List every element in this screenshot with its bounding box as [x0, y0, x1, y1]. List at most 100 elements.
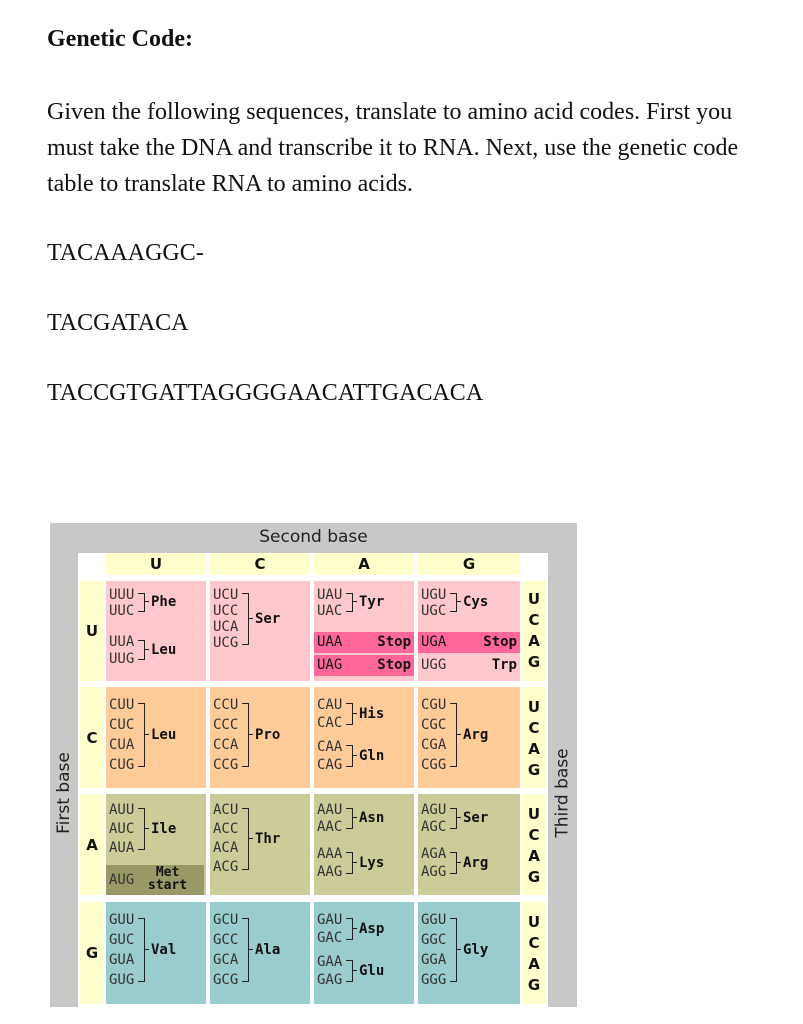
third-base-a: A — [528, 955, 540, 973]
bracket-tick — [144, 949, 149, 950]
codon: AGU — [421, 802, 447, 818]
third-base-c: C — [528, 826, 540, 844]
third-base-axis: Third base — [550, 581, 576, 1005]
dna-sequence-1: TACAAAGGC- — [47, 240, 204, 266]
bracket-tick — [456, 862, 461, 863]
codon: UGC — [421, 603, 447, 619]
third-base-u: U — [527, 698, 541, 716]
bracket — [346, 852, 353, 874]
codon-cell-gg: GGU GGC GGA GGG Gly — [418, 902, 520, 1004]
met-label: Met — [155, 865, 180, 880]
codon-cell-aa: AAU AAC Asn AAA AAG Lys — [314, 794, 414, 895]
codon-cell-uu: UUU UUC Phe UUA UUG Leu — [106, 581, 206, 681]
codon: GUC — [109, 932, 135, 948]
amino-acid-glu: Glu — [359, 963, 385, 979]
codon: UGA — [421, 634, 447, 650]
bracket-tick — [456, 734, 461, 735]
codon: AGC — [421, 819, 447, 835]
amino-acid-his: His — [359, 706, 385, 722]
first-base-label: First base — [54, 752, 74, 834]
amino-acid-ser: Ser — [463, 810, 489, 826]
third-base-label: Third base — [553, 748, 574, 838]
bracket-tick — [352, 755, 357, 756]
codon: GAA — [317, 954, 343, 970]
bracket-tick — [248, 838, 253, 839]
bracket-tick — [144, 601, 149, 602]
bracket — [138, 640, 145, 660]
codon: CCU — [213, 697, 239, 713]
codon: UGU — [421, 587, 447, 603]
third-base-group-c: U C A G — [522, 687, 546, 788]
codon: AUC — [109, 821, 135, 837]
bracket-tick — [352, 862, 357, 863]
codon-cell-gc: GCU GCC GCA GCG Ala — [210, 902, 310, 1004]
codon: GCU — [213, 912, 239, 928]
codon: GGA — [421, 952, 447, 968]
dna-sequence-3: TACCGTGATTAGGGGAACATTGACACA — [47, 380, 484, 406]
codon-cell-cu: CUU CUC CUA CUG Leu — [106, 687, 206, 788]
bracket-tick — [144, 649, 149, 650]
amino-acid-val: Val — [151, 942, 177, 958]
stop-codon-row: UGA Stop — [418, 632, 520, 653]
codon: GAC — [317, 930, 343, 946]
bracket — [346, 960, 353, 982]
bracket-tick — [248, 734, 253, 735]
codon: AUG — [109, 872, 135, 888]
bracket-tick — [144, 828, 149, 829]
bracket — [450, 703, 457, 767]
codon-cell-ca: CAU CAC His CAA CAG Gln — [314, 687, 414, 788]
codon: UCG — [213, 635, 239, 651]
amino-acid-asn: Asn — [359, 810, 385, 826]
amino-acid-cys: Cys — [463, 594, 489, 610]
second-base-c: C — [210, 553, 310, 575]
amino-acid-ile: Ile — [151, 821, 177, 837]
first-base-axis: First base — [51, 581, 77, 1005]
stop-label: Stop — [483, 634, 517, 650]
codon: AAG — [317, 864, 343, 880]
codon: CGG — [421, 757, 447, 773]
table-right-frame — [548, 523, 577, 1007]
third-base-group-u: U C A G — [522, 581, 546, 681]
codon: GUU — [109, 912, 135, 928]
third-base-g: G — [527, 868, 541, 886]
amino-acid-ser: Ser — [255, 611, 281, 627]
stop-label: Stop — [377, 657, 411, 673]
bracket-tick — [248, 618, 253, 619]
table-left-frame — [50, 523, 78, 1007]
codon: GCG — [213, 972, 239, 988]
bracket-tick — [456, 817, 461, 818]
first-base-g: G — [80, 902, 104, 1004]
codon-cell-ac: ACU ACC ACA ACG Thr — [210, 794, 310, 895]
bracket — [346, 745, 353, 767]
bracket — [450, 593, 457, 612]
second-base-g: G — [418, 553, 520, 575]
codon-cell-uc: UCU UCC UCA UCG Ser — [210, 581, 310, 681]
amino-acid-thr: Thr — [255, 831, 281, 847]
codon-cell-ga: GAU GAC Asp GAA GAG Glu — [314, 902, 414, 1004]
amino-acid-arg: Arg — [463, 727, 489, 743]
second-base-a: A — [314, 553, 414, 575]
first-base-c: C — [80, 687, 104, 788]
codon-row: UGG Trp — [418, 655, 520, 676]
codon: UAG — [317, 657, 343, 673]
amino-acid-gly: Gly — [463, 942, 489, 958]
codon: UAA — [317, 634, 343, 650]
bracket — [346, 593, 353, 612]
genetic-code-table: Second base U C A G First base Third bas… — [50, 523, 577, 1007]
codon: ACA — [213, 840, 239, 856]
bracket — [242, 808, 249, 870]
bracket — [450, 918, 457, 982]
third-base-c: C — [528, 611, 540, 629]
codon: CUG — [109, 757, 135, 773]
third-base-group-g: U C A G — [522, 902, 546, 1004]
codon: AAU — [317, 802, 343, 818]
codon: ACC — [213, 821, 239, 837]
codon: ACU — [213, 802, 239, 818]
codon: CCG — [213, 757, 239, 773]
codon: GCA — [213, 952, 239, 968]
codon: UCU — [213, 587, 239, 603]
codon: AAA — [317, 846, 343, 862]
codon: AAC — [317, 819, 343, 835]
table-top-frame — [50, 523, 577, 553]
amino-acid-asp: Asp — [359, 921, 385, 937]
